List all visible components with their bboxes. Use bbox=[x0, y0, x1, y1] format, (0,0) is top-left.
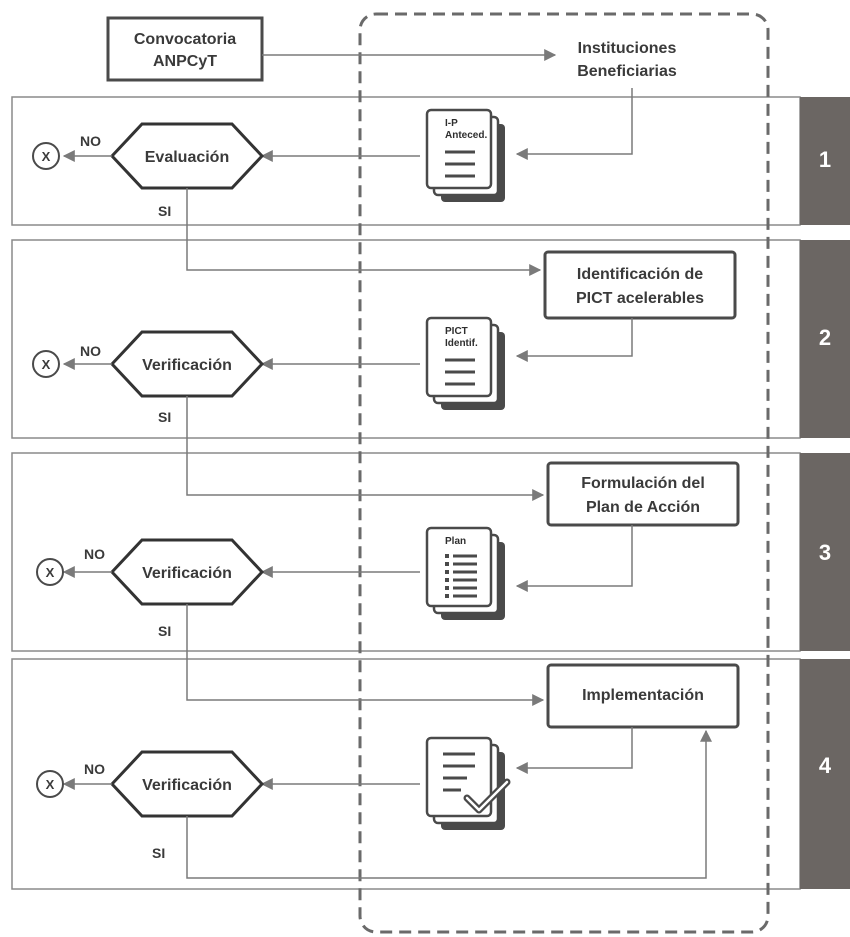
stage-band-3: 3 bbox=[11, 452, 850, 652]
decision-label-4: Verificación bbox=[142, 777, 232, 794]
svg-text:X: X bbox=[46, 777, 55, 792]
decision-verificacion-2: Verificación bbox=[109, 330, 265, 398]
stage-band-1: 1 bbox=[11, 96, 850, 226]
stage-band-2: 2 bbox=[11, 239, 850, 439]
document-list-icon: Plan bbox=[425, 526, 505, 620]
document-stack-icon: PICT Identif. bbox=[425, 316, 505, 410]
si-label-4: SI bbox=[152, 845, 165, 861]
institutions-lane bbox=[358, 12, 770, 934]
decision-label-3: Verificación bbox=[142, 565, 232, 582]
arrow-si1-to-identificacion bbox=[186, 188, 542, 276]
si-label-3: SI bbox=[158, 623, 171, 639]
process-label-2-line2: PICT acelerables bbox=[576, 290, 704, 307]
si-label-2: SI bbox=[158, 409, 171, 425]
svg-text:X: X bbox=[42, 149, 51, 164]
decision-evaluacion: Evaluación bbox=[109, 122, 265, 190]
stage-band-4: 4 bbox=[11, 658, 850, 890]
svg-text:X: X bbox=[46, 565, 55, 580]
process-label-2-line1: Identificación de bbox=[577, 266, 703, 283]
document-check-icon bbox=[425, 736, 511, 830]
stage-tab-1 bbox=[800, 97, 850, 225]
arrow-formulacion-to-doc3 bbox=[515, 525, 633, 592]
decision-label-2: Verificación bbox=[142, 357, 232, 374]
decision-verificacion-4: Verificación bbox=[109, 750, 265, 818]
reject-icon-1: X bbox=[32, 142, 60, 170]
reject-icon-3: X bbox=[36, 558, 64, 586]
reject-icon-4: X bbox=[36, 770, 64, 798]
process-label-3-line2: Plan de Acción bbox=[586, 499, 700, 516]
convocatoria-box: Convocatoria ANPCyT bbox=[106, 16, 264, 82]
process-formulacion: Formulación del Plan de Acción bbox=[546, 461, 740, 527]
no-label-2: NO bbox=[80, 343, 101, 359]
doc3-label: Plan bbox=[445, 536, 466, 547]
process-label-4: Implementación bbox=[582, 687, 704, 704]
arrow-instituciones-to-doc1 bbox=[515, 88, 633, 160]
no-label-3: NO bbox=[84, 546, 105, 562]
decision-label-1: Evaluación bbox=[145, 149, 229, 166]
document-stack-icon: I-P Anteced. bbox=[425, 108, 505, 202]
instituciones-label-line2: Beneficiarias bbox=[577, 63, 677, 80]
stage-number-2: 2 bbox=[819, 325, 831, 350]
stage-tab-3 bbox=[800, 453, 850, 651]
doc1-label-line1: I-P bbox=[445, 118, 458, 129]
doc2-label-line2: Identif. bbox=[445, 338, 478, 349]
no-label-1: NO bbox=[80, 133, 101, 149]
svg-text:X: X bbox=[42, 357, 51, 372]
convocatoria-label-line1: Convocatoria bbox=[134, 31, 236, 48]
process-label-3-line1: Formulación del bbox=[581, 475, 705, 492]
arrow-implementacion-to-doc4 bbox=[515, 727, 633, 774]
reject-icon-2: X bbox=[32, 350, 60, 378]
arrow-si3-to-implementacion bbox=[186, 604, 545, 706]
stage-number-1: 1 bbox=[819, 147, 831, 172]
stage-number-3: 3 bbox=[819, 540, 831, 565]
stage-tab-2 bbox=[800, 240, 850, 438]
no-label-4: NO bbox=[84, 761, 105, 777]
arrow-identificacion-to-doc2 bbox=[515, 318, 633, 362]
process-identificacion: Identificación de PICT acelerables bbox=[543, 250, 737, 320]
decision-verificacion-3: Verificación bbox=[109, 538, 265, 606]
process-implementacion: Implementación bbox=[546, 663, 740, 729]
stage-number-4: 4 bbox=[819, 753, 832, 778]
arrow-si2-to-formulacion bbox=[186, 396, 545, 501]
instituciones-label-line1: Instituciones bbox=[578, 40, 677, 57]
si-label-1: SI bbox=[158, 203, 171, 219]
arrow-si4-loop-to-implementacion bbox=[186, 729, 712, 879]
convocatoria-label-line2: ANPCyT bbox=[153, 53, 217, 70]
doc1-label-line2: Anteced. bbox=[445, 130, 487, 141]
stage-tab-4 bbox=[800, 659, 850, 889]
doc2-label-line1: PICT bbox=[445, 326, 468, 337]
